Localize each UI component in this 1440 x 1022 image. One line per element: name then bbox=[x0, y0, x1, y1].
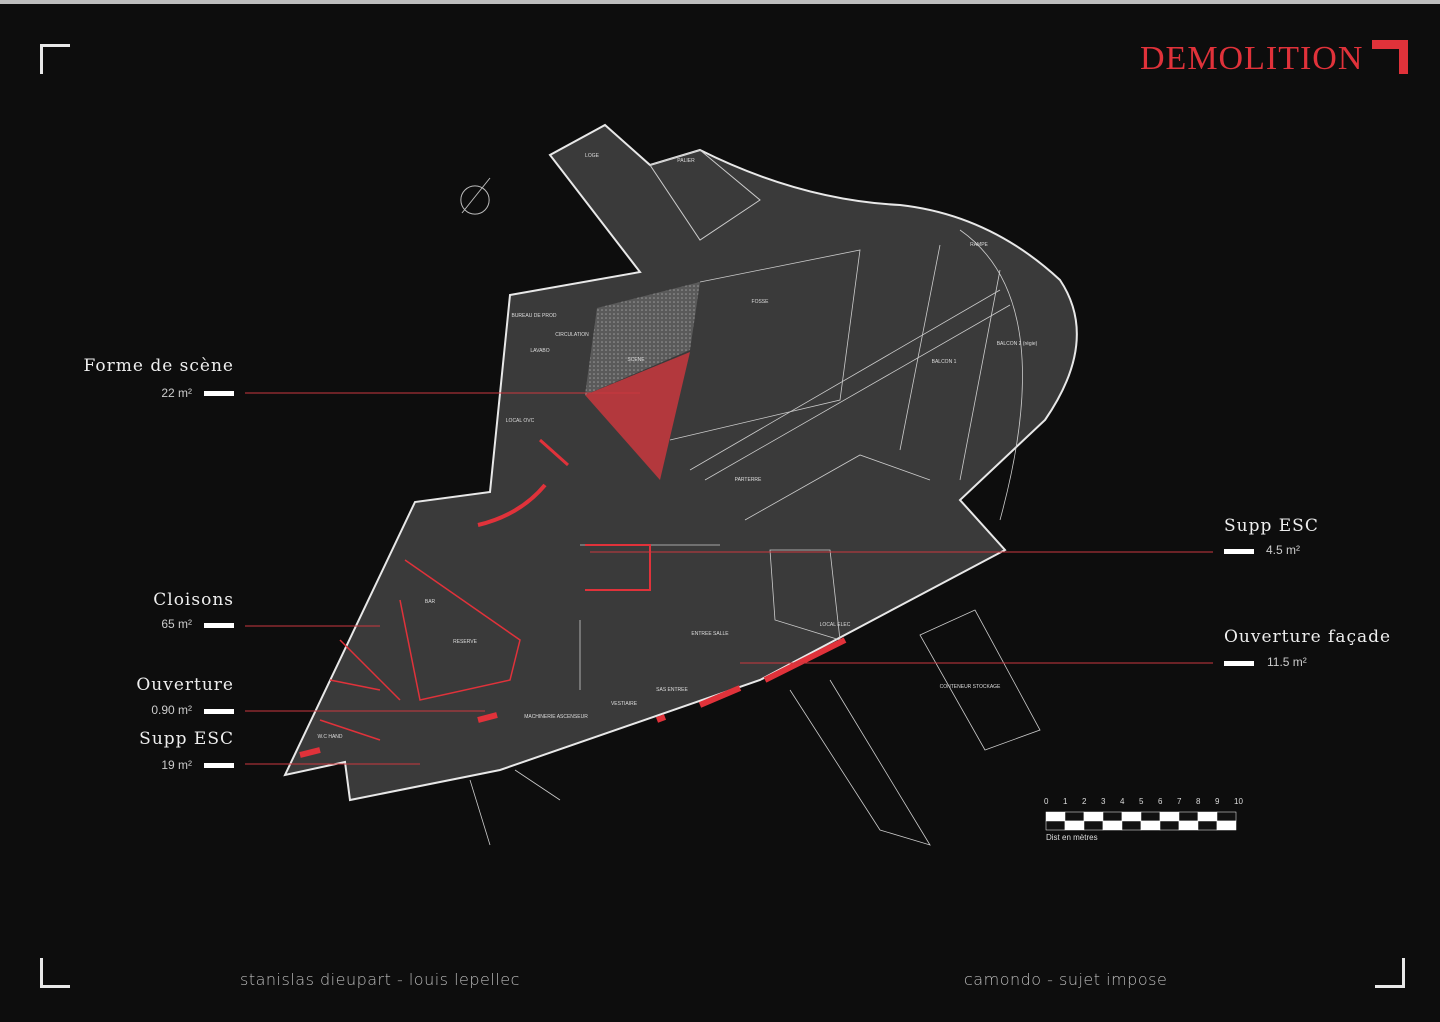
scale-cell bbox=[1121, 811, 1142, 822]
room-label: RAMPE bbox=[970, 242, 988, 248]
annotation-marker bbox=[204, 623, 234, 628]
room-label: LOCAL ELEC bbox=[820, 622, 851, 628]
top-border bbox=[0, 0, 1440, 4]
room-label: BALCON 2 (régie) bbox=[997, 341, 1038, 347]
scale-tick-label: 3 bbox=[1101, 797, 1106, 806]
frame-corner-bottom-right bbox=[1375, 958, 1405, 988]
annotation-value: 4.5 m² bbox=[1266, 543, 1301, 557]
scale-bar bbox=[1045, 811, 1237, 831]
scale-cell bbox=[1197, 811, 1218, 822]
footer-authors: stanislas dieupart - louis lepellec bbox=[240, 970, 520, 989]
room-label: SAS ENTREE bbox=[656, 687, 688, 693]
annotation-label-ouverture: Ouverture bbox=[136, 675, 234, 695]
scale-tick-label: 8 bbox=[1196, 797, 1201, 806]
scale-cell bbox=[1216, 820, 1237, 831]
room-label: LOCAL OVC bbox=[506, 418, 535, 424]
compass-icon bbox=[460, 177, 491, 215]
room-label: LAVABO bbox=[530, 348, 549, 354]
annotation-value: 0.90 m² bbox=[151, 703, 192, 717]
room-label: SCENE bbox=[627, 357, 645, 363]
title-corner-mark bbox=[1372, 40, 1408, 74]
stair-outline bbox=[649, 149, 761, 241]
room-label: PALIER bbox=[677, 158, 695, 164]
room-label: BUREAU DE PROD bbox=[511, 313, 556, 319]
scale-cell bbox=[1083, 811, 1104, 822]
scale-caption: Dist en mètres bbox=[1046, 833, 1098, 842]
scale-tick-label: 4 bbox=[1120, 797, 1125, 806]
leader-lines bbox=[245, 392, 1213, 765]
scale-cell bbox=[1140, 820, 1161, 831]
scale-cell bbox=[1045, 811, 1066, 822]
scale-tick-label: 1 bbox=[1063, 797, 1068, 806]
page-title: DEMOLITION bbox=[1140, 40, 1364, 77]
room-label: FOSSE bbox=[752, 299, 770, 305]
scale-cell bbox=[1121, 820, 1142, 831]
plan-outline bbox=[283, 123, 1078, 802]
scale-cell bbox=[1102, 811, 1123, 822]
annotation-value: 22 m² bbox=[161, 386, 192, 400]
room-label: LOGE bbox=[585, 153, 600, 159]
annotation-label-ouverture-facade: Ouverture façade bbox=[1224, 627, 1392, 647]
scale-cell bbox=[1083, 820, 1104, 831]
room-label: W.C HAND bbox=[318, 734, 343, 740]
scale-cell bbox=[1197, 820, 1218, 831]
frame-corner-bottom-left bbox=[40, 958, 70, 988]
annotation-value: 19 m² bbox=[161, 758, 192, 772]
room-label: CONTENEUR STOCKAGE bbox=[940, 684, 1001, 690]
scale-tick-label: 6 bbox=[1158, 797, 1163, 806]
scale-tick-label: 5 bbox=[1139, 797, 1144, 806]
footer-subject: camondo - sujet impose bbox=[964, 970, 1168, 989]
scale-tick-label: 7 bbox=[1177, 797, 1182, 806]
scene-demolition-area bbox=[585, 352, 690, 480]
scale-cell bbox=[1064, 811, 1085, 822]
scale-cell bbox=[1064, 820, 1085, 831]
scale-tick-label: 0 bbox=[1044, 797, 1049, 806]
annotation-value: 11.5 m² bbox=[1267, 655, 1307, 669]
scale-cell bbox=[1178, 811, 1199, 822]
annotation-marker bbox=[204, 709, 234, 714]
demolition-walls bbox=[299, 438, 847, 758]
room-label: CIRCULATION bbox=[555, 332, 589, 338]
annotation-label-forme-scene: Forme de scène bbox=[83, 356, 234, 376]
annotation-label-supp-esc: Supp ESC bbox=[139, 729, 234, 749]
scale-tick-label: 2 bbox=[1082, 797, 1087, 806]
room-label: BAR bbox=[425, 599, 436, 605]
annotation-label-supp-esc-right: Supp ESC bbox=[1224, 516, 1319, 536]
scale-cell bbox=[1045, 820, 1066, 831]
room-label: MACHINERIE ASCENSEUR bbox=[524, 714, 588, 720]
annotation-marker bbox=[1224, 661, 1254, 666]
annotation-value: 65 m² bbox=[161, 617, 192, 631]
scale-tick-label: 10 bbox=[1234, 797, 1243, 806]
scale-cell bbox=[1178, 820, 1199, 831]
annotation-marker bbox=[204, 763, 234, 768]
room-labels: LOGE PALIER FOSSE SCENE BALCON 1 BALCON … bbox=[318, 153, 1038, 740]
scale-cell bbox=[1159, 820, 1180, 831]
scale-cell bbox=[1216, 811, 1237, 822]
annotation-marker bbox=[1224, 549, 1254, 554]
scale-tick-label: 9 bbox=[1215, 797, 1220, 806]
scale-cell bbox=[1159, 811, 1180, 822]
room-label: BALCON 1 bbox=[932, 359, 957, 365]
scene-hatched-area bbox=[585, 282, 700, 395]
room-label: VESTIAIRE bbox=[611, 701, 638, 707]
room-label: RESERVE bbox=[453, 639, 477, 645]
scale-cell bbox=[1102, 820, 1123, 831]
annotation-marker bbox=[204, 391, 234, 396]
room-label: PARTERRE bbox=[735, 477, 762, 483]
room-label: ENTREE SALLE bbox=[691, 631, 729, 637]
scale-cell bbox=[1140, 811, 1161, 822]
frame-corner-top-left bbox=[40, 44, 70, 74]
annotation-label-cloisons: Cloisons bbox=[153, 590, 234, 610]
